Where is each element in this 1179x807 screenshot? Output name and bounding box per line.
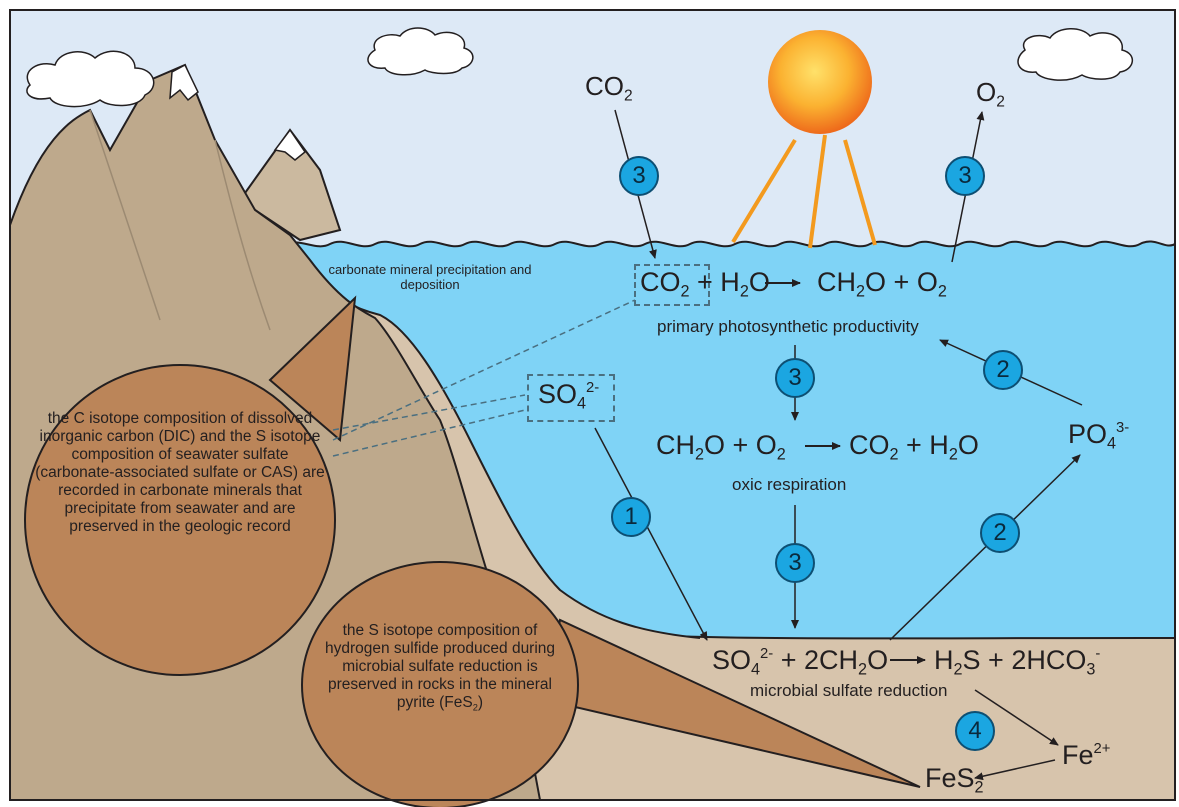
- c-isotope-bubble-text: the C isotope composition of dissolved i…: [35, 410, 325, 535]
- photosynthesis-caption: primary photosynthetic productivity: [657, 317, 919, 336]
- cloud-right: [1017, 28, 1133, 81]
- co2-dashed-box: [634, 264, 710, 306]
- dash-connector-3: [332, 394, 526, 431]
- fe-label: Fe2+: [1062, 740, 1111, 770]
- cloud-left: [26, 50, 155, 108]
- photosynthesis-equation: CO2 + H2O: [640, 267, 770, 301]
- badge-1-sulfate-flux: 1: [611, 497, 651, 537]
- bubble-tail-c: [268, 295, 357, 442]
- bubble-s-isotope: [301, 561, 579, 807]
- arrow-fe-to-fes2: [974, 759, 1056, 781]
- dash-connector-2: [332, 409, 526, 457]
- sulfate-equation-right: H2S + 2HCO3-: [934, 645, 1101, 679]
- badge-2-sulfate-to-phosphate: 2: [980, 513, 1020, 553]
- so4-dashed-box: [527, 374, 615, 422]
- mountain-ridge: [89, 109, 271, 331]
- respiration-equation-right: CO2 + H2O: [849, 430, 979, 464]
- mountain-snow-main: [169, 63, 199, 102]
- respiration-caption: oxic respiration: [732, 475, 847, 494]
- badge-4-pyrite-formation: 4: [955, 711, 995, 751]
- bubble-c-isotope: [24, 364, 336, 676]
- badge-3-o2-flux: 3: [945, 156, 985, 196]
- respiration-equation-left: CH2O + O2: [656, 430, 786, 464]
- badge-3-co2-flux: 3: [619, 156, 659, 196]
- co2-atmospheric-label: CO2: [585, 71, 633, 105]
- po4-label: PO43-: [1068, 419, 1130, 453]
- frame: [9, 9, 1176, 801]
- arrow-so4-to-sulfate: [594, 427, 708, 641]
- badge-2-phosphate-to-productivity: 2: [983, 350, 1023, 390]
- o2-atmospheric-label: O2: [976, 77, 1005, 111]
- photosynthesis-products: CH2O + O2: [817, 267, 947, 301]
- sulfate-caption: microbial sulfate reduction: [750, 681, 948, 700]
- carbonate-caption: carbonate mineral precipitation and depo…: [328, 262, 532, 292]
- so4-seawater-label: SO42-: [538, 379, 600, 413]
- arrow-sulfate-to-po4: [889, 454, 1081, 641]
- sun: [731, 30, 877, 249]
- badge-3-productivity-to-respiration: 3: [775, 358, 815, 398]
- mountain-snow-back: [273, 128, 307, 161]
- cloud-middle: [367, 27, 474, 76]
- sulfate-equation-left: SO42- + 2CH2O: [712, 645, 889, 679]
- badge-3-respiration-to-sulfate: 3: [775, 543, 815, 583]
- fes2-label: FeS2: [925, 763, 984, 797]
- s-isotope-bubble-text: the S isotope composition of hydrogen su…: [324, 622, 556, 713]
- arrow-sulfate-to-fe: [974, 689, 1059, 746]
- dash-connector-1: [332, 299, 636, 441]
- slope-outline: [299, 259, 701, 639]
